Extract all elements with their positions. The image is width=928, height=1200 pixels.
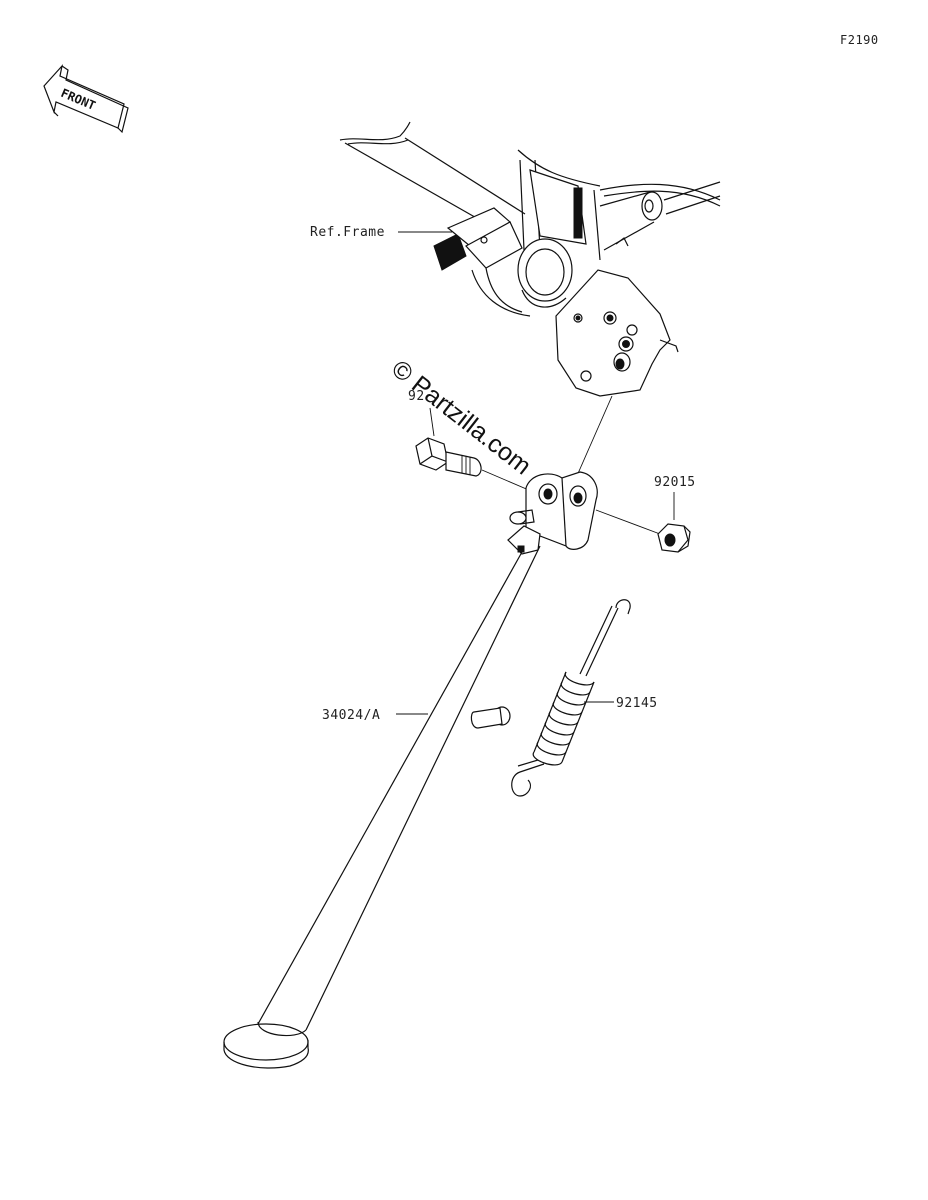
ref-frame-label: Ref.Frame (310, 225, 385, 240)
side-stand (223, 471, 598, 1069)
stand-part-label: 34024/A (322, 708, 380, 723)
bolt-part-label: 92 (408, 389, 425, 404)
bolt-leader (429, 407, 435, 437)
nut-part (657, 523, 691, 553)
figure-code: F2190 (840, 33, 879, 47)
nut-part-label: 92015 (654, 475, 696, 490)
assembly-centerline (575, 395, 613, 479)
spring-part (511, 599, 631, 797)
spring-hook-stud (470, 706, 511, 729)
bolt-part (415, 437, 482, 477)
front-arrow-icon: FRONT (43, 63, 129, 134)
nut-centerline (595, 509, 661, 535)
frame-reference (339, 121, 721, 397)
spring-part-label: 92145 (616, 696, 658, 711)
